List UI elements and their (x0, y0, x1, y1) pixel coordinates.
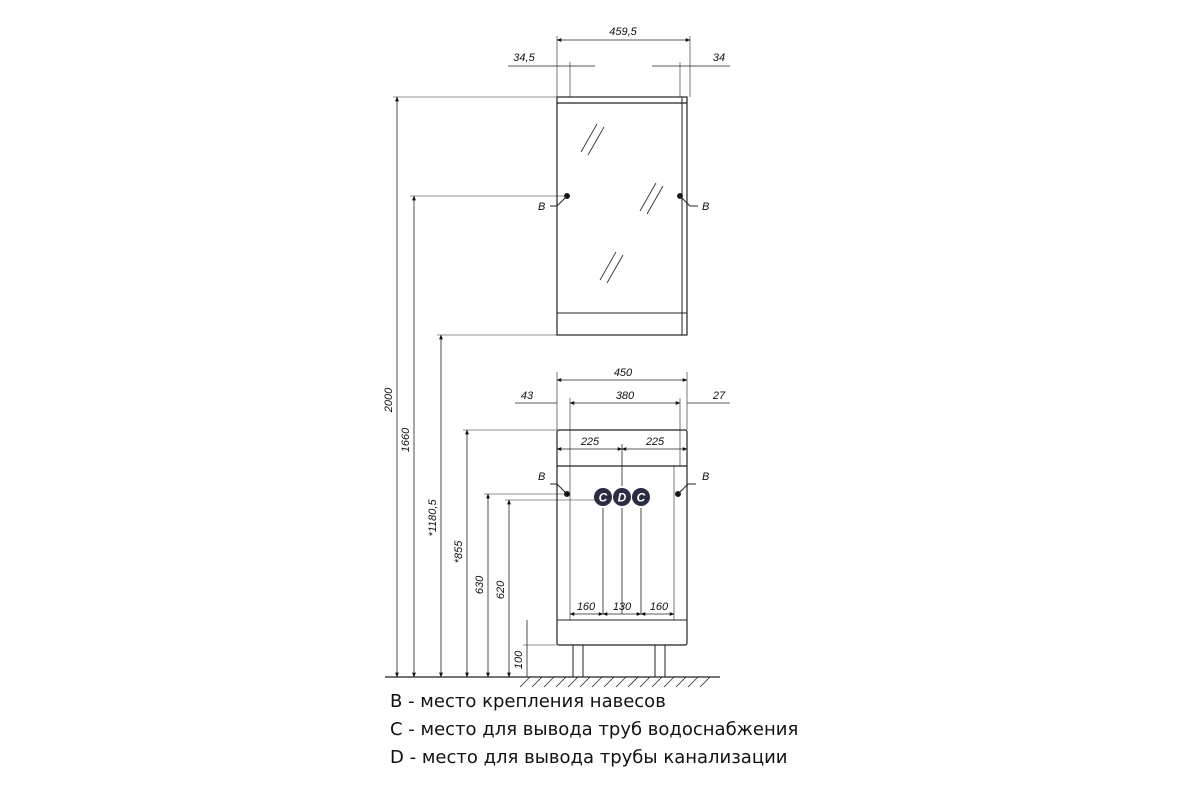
legend-text-d: - место для вывода трубы канализации (403, 747, 788, 768)
marker-d: D (618, 491, 627, 505)
water-outlet-right (632, 488, 650, 506)
marker-b-mirror-right: B (702, 201, 709, 213)
dim-vanity-half-right: 225 (645, 436, 665, 448)
legend-key-b: B (390, 691, 403, 712)
dim-vanity-right-offset: 27 (712, 390, 726, 402)
dim-vanity-mount-height: 630 (474, 575, 486, 594)
dim-pipe-spacing-left: 160 (577, 601, 596, 613)
drain-outlet (613, 488, 631, 506)
marker-b-vanity-right: B (702, 471, 709, 483)
dim-vanity-width: 450 (614, 367, 633, 379)
legend: B - место крепления навесов C - место дл… (390, 688, 798, 772)
dim-vanity-half-left: 225 (580, 436, 600, 448)
marker-b-vanity-left: B (538, 471, 545, 483)
dim-mirror-bottom-height: *1180,5 (427, 499, 439, 537)
dim-mount-height-top: 1660 (400, 427, 412, 452)
dim-mirror-right-offset: 34 (713, 52, 725, 64)
dim-mirror-width: 459,5 (609, 26, 637, 38)
dim-vanity-inner-width: 380 (616, 390, 635, 402)
marker-c-right: C (637, 491, 646, 505)
floor-hatching (519, 676, 711, 688)
legend-text-b: - место крепления навесов (402, 691, 666, 712)
dim-pipe-spacing-mid: 130 (613, 601, 632, 613)
water-outlet-left (594, 488, 612, 506)
marker-c-left: C (599, 491, 608, 505)
dim-leg-height: 100 (513, 650, 525, 669)
dim-mirror-left-offset: 34,5 (513, 52, 535, 64)
legend-row-d: D - место для вывода трубы канализации (390, 744, 798, 772)
dim-vanity-left-offset: 43 (521, 390, 534, 402)
legend-row-b: B - место крепления навесов (390, 688, 798, 716)
dim-vanity-height: *855 (453, 540, 465, 564)
legend-key-c: C (390, 719, 403, 740)
dim-total-height: 2000 (383, 387, 395, 413)
legend-text-c: - место для вывода труб водоснабжения (402, 719, 799, 740)
legend-key-d: D (390, 747, 404, 768)
marker-b-mirror-left: B (538, 201, 545, 213)
dim-pipe-height: 620 (495, 580, 507, 599)
legend-row-c: C - место для вывода труб водоснабжения (390, 716, 798, 744)
dim-pipe-spacing-right: 160 (650, 601, 669, 613)
mirror-cabinet (556, 96, 688, 336)
pipe-markers: C D C (594, 488, 650, 506)
